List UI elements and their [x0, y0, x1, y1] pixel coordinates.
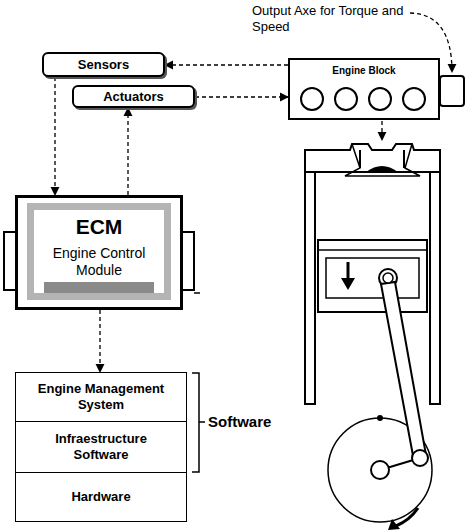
leader-line — [410, 13, 452, 72]
group-label: Software — [208, 413, 298, 431]
node-title: Actuators — [103, 89, 164, 105]
signal-arrow — [165, 64, 288, 65]
node-title: ECM — [76, 214, 123, 239]
shaft-label: Output Axe for Torque and Speed — [252, 3, 404, 34]
signal-arrow — [54, 77, 55, 195]
cylinder-bore — [403, 88, 425, 110]
node-title: Engine Management System — [26, 381, 176, 412]
crank-pin — [412, 450, 428, 466]
node-title: Sensors — [78, 57, 129, 73]
piston — [318, 240, 427, 312]
node-title: Engine Block — [332, 65, 395, 77]
ecm-chip — [44, 282, 154, 293]
engine-block: Engine Block — [288, 58, 440, 120]
signal-arrow — [99, 310, 100, 372]
piston-pin — [383, 273, 393, 283]
cylinder-bore — [301, 88, 323, 110]
cylinder-bores — [290, 84, 438, 114]
cylinder-head — [305, 144, 440, 176]
connecting-rod — [381, 282, 426, 461]
software-layer: Engine Management System — [15, 372, 187, 422]
cylinder-bore — [369, 88, 391, 110]
output-shaft — [440, 76, 464, 106]
cylinder-wall — [305, 172, 440, 404]
ecm-box: ECM Engine Control Module — [15, 195, 183, 310]
hardware-layer: Hardware — [15, 472, 187, 522]
node-title: Hardware — [71, 489, 130, 505]
cylinder-bore — [335, 88, 357, 110]
software-layer: Infraestructure Software — [15, 421, 187, 473]
ecm-pin — [194, 292, 200, 294]
signal-arrow — [127, 108, 128, 195]
signal-arrow — [195, 96, 288, 97]
sensor-box: Sensors — [42, 52, 165, 77]
ecm-connector — [182, 232, 194, 290]
flow-arrow — [381, 121, 382, 140]
node-subtitle: Engine Control Module — [48, 245, 150, 279]
node-title: Infraestructure Software — [26, 431, 176, 462]
actuator-box: Actuators — [72, 85, 195, 108]
software-bracket — [192, 373, 205, 472]
